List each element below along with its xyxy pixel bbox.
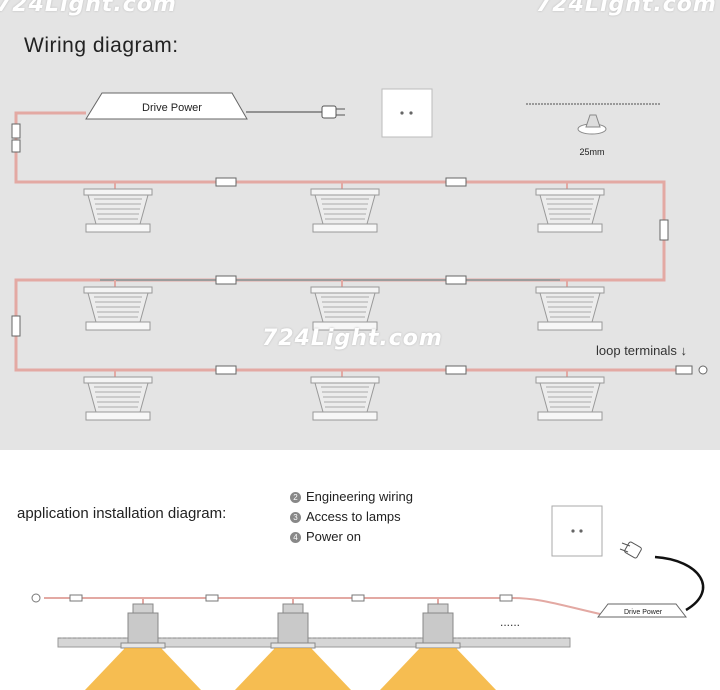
connector xyxy=(11,123,21,139)
installed-lamps xyxy=(85,598,496,690)
loop-terminals-label: loop terminals ↓ xyxy=(596,343,688,358)
installed-lamp xyxy=(380,598,496,690)
light-beam xyxy=(85,648,201,690)
step-number: 4 xyxy=(290,532,301,543)
downlight-lamp xyxy=(310,370,380,421)
downlight-lamp xyxy=(83,182,153,233)
installed-lamp xyxy=(85,598,201,690)
loop-terminal-end xyxy=(698,365,708,375)
loop-terminal xyxy=(675,365,693,375)
step-engineering-wiring: 2 Engineering wiring xyxy=(290,489,413,504)
cutout-size-label: 25mm xyxy=(579,147,604,157)
connector xyxy=(215,275,237,285)
connector xyxy=(659,219,669,241)
switch-icon xyxy=(381,88,433,138)
plug-icon xyxy=(321,105,345,119)
step-number: 2 xyxy=(290,492,301,503)
watermark-top-right: 724Light.com xyxy=(536,0,717,17)
downlight-lamp xyxy=(535,280,605,331)
step-label: Access to lamps xyxy=(306,509,401,524)
watermark-top-left: 724Light.com xyxy=(0,0,177,17)
wiring-title: Wiring diagram: xyxy=(24,34,179,57)
application-diagram-section xyxy=(0,450,720,690)
light-beam xyxy=(380,648,496,690)
connector xyxy=(215,177,237,187)
step-power-on: 4 Power on xyxy=(290,529,361,544)
downlight-lamp xyxy=(535,182,605,233)
step-label: Power on xyxy=(306,529,361,544)
continuation-dots: ...... xyxy=(500,615,520,629)
connector xyxy=(215,365,237,375)
power-cord xyxy=(654,555,705,612)
step-label: Engineering wiring xyxy=(306,489,413,504)
application-title: application installation diagram: xyxy=(17,505,227,522)
downlight-lamp xyxy=(535,370,605,421)
switch-icon-bottom xyxy=(551,505,603,557)
connector xyxy=(445,177,467,187)
connector xyxy=(445,275,467,285)
wire-connectors xyxy=(11,123,708,375)
connector xyxy=(11,139,21,153)
ceiling-cutout-icon: 25mm xyxy=(526,103,660,157)
downlight-lamp xyxy=(310,280,380,331)
watermark-center: 724Light.com xyxy=(262,326,443,351)
drive-power-label-small: Drive Power xyxy=(624,609,663,616)
downlight-lamps xyxy=(83,182,605,421)
step-number: 3 xyxy=(290,512,301,523)
drive-power-label: Drive Power xyxy=(142,102,202,114)
downlight-lamp xyxy=(83,280,153,331)
downlight-lamp xyxy=(310,182,380,233)
plug-icon-bottom xyxy=(619,541,642,559)
connector xyxy=(445,365,467,375)
downlight-lamp xyxy=(83,370,153,421)
light-beam xyxy=(235,648,351,690)
step-access-lamps: 3 Access to lamps xyxy=(290,509,401,524)
installed-lamp xyxy=(235,598,351,690)
drive-power-unit: Drive Power xyxy=(85,92,248,120)
connector xyxy=(11,315,21,337)
